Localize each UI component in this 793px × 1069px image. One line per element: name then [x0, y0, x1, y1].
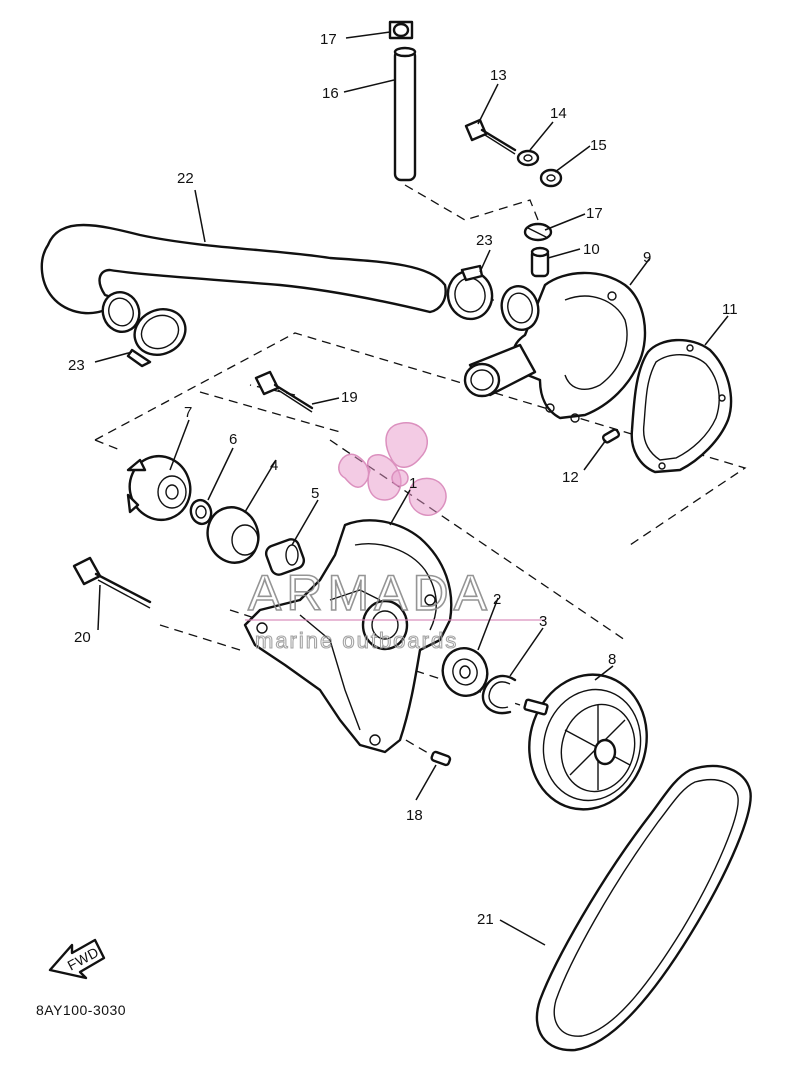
washer-6-part	[189, 498, 213, 526]
clamp-small-17-part	[523, 222, 553, 242]
callout-13: 13	[490, 67, 507, 84]
callout-6: 6	[229, 431, 237, 448]
callout-23b: 23	[476, 232, 493, 249]
callout-15: 15	[590, 137, 607, 154]
hose-clamp-23a-part	[126, 308, 187, 368]
callout-10: 10	[583, 241, 600, 258]
dowel-pin-18-part	[430, 750, 452, 767]
watermark: ARMADA marine outboards	[245, 422, 545, 654]
callout-5: 5	[311, 485, 319, 502]
washer-15-part	[539, 168, 563, 188]
callout-8: 8	[608, 651, 616, 668]
bearing-2-part	[441, 647, 489, 697]
dowel-pin-12-part	[601, 428, 621, 444]
pump-cover-9-part	[463, 271, 647, 423]
bolt-13-part	[464, 118, 517, 155]
seal-4-part	[206, 506, 260, 564]
callout-16: 16	[322, 85, 339, 102]
bolt-19-part	[254, 370, 314, 413]
callout-11: 11	[722, 301, 738, 318]
callout-14: 14	[550, 105, 567, 122]
callout-7: 7	[184, 404, 192, 421]
pipe-part	[393, 46, 417, 182]
washer-14-part	[516, 149, 540, 167]
hose-clamp-23b-part	[446, 264, 494, 321]
callout-17a: 17	[320, 31, 337, 48]
callout-3: 3	[539, 613, 547, 630]
fwd-direction-arrow: FWD	[48, 938, 106, 980]
collar-5-part	[264, 538, 306, 576]
callout-21: 21	[477, 911, 494, 928]
pulley-8-part	[523, 673, 648, 811]
callout-labels: 17 16 13 14 15 17 10 9 11 12 23 22 23 19…	[68, 31, 738, 928]
leader-lines	[94, 31, 729, 946]
watermark-brand: ARMADA	[248, 565, 492, 621]
callout-17b: 17	[586, 205, 603, 222]
propeller-logo-icon	[385, 422, 429, 468]
nipple-10-part	[530, 246, 550, 278]
callout-1: 1	[409, 475, 417, 492]
callout-19: 19	[341, 389, 358, 406]
gasket-11-part	[630, 338, 733, 474]
v-belt-21-part	[535, 764, 752, 1052]
callout-9: 9	[643, 249, 651, 266]
callout-23a: 23	[68, 357, 85, 374]
callout-20: 20	[74, 629, 91, 646]
bolt-20-part	[72, 556, 152, 609]
drawing-code: 8AY100-3030	[36, 1002, 126, 1018]
clamp-small-top-part	[388, 20, 414, 40]
callout-18: 18	[406, 807, 423, 824]
callout-4: 4	[270, 457, 278, 474]
watermark-tagline: marine outboards	[255, 628, 458, 653]
impeller-7-part	[126, 455, 192, 521]
hose-22-part	[40, 223, 447, 333]
callout-12: 12	[562, 469, 579, 486]
pump-body-1-part	[243, 519, 453, 754]
callout-22: 22	[177, 170, 194, 187]
circlip-3-part	[481, 674, 517, 715]
callout-2: 2	[493, 591, 501, 608]
